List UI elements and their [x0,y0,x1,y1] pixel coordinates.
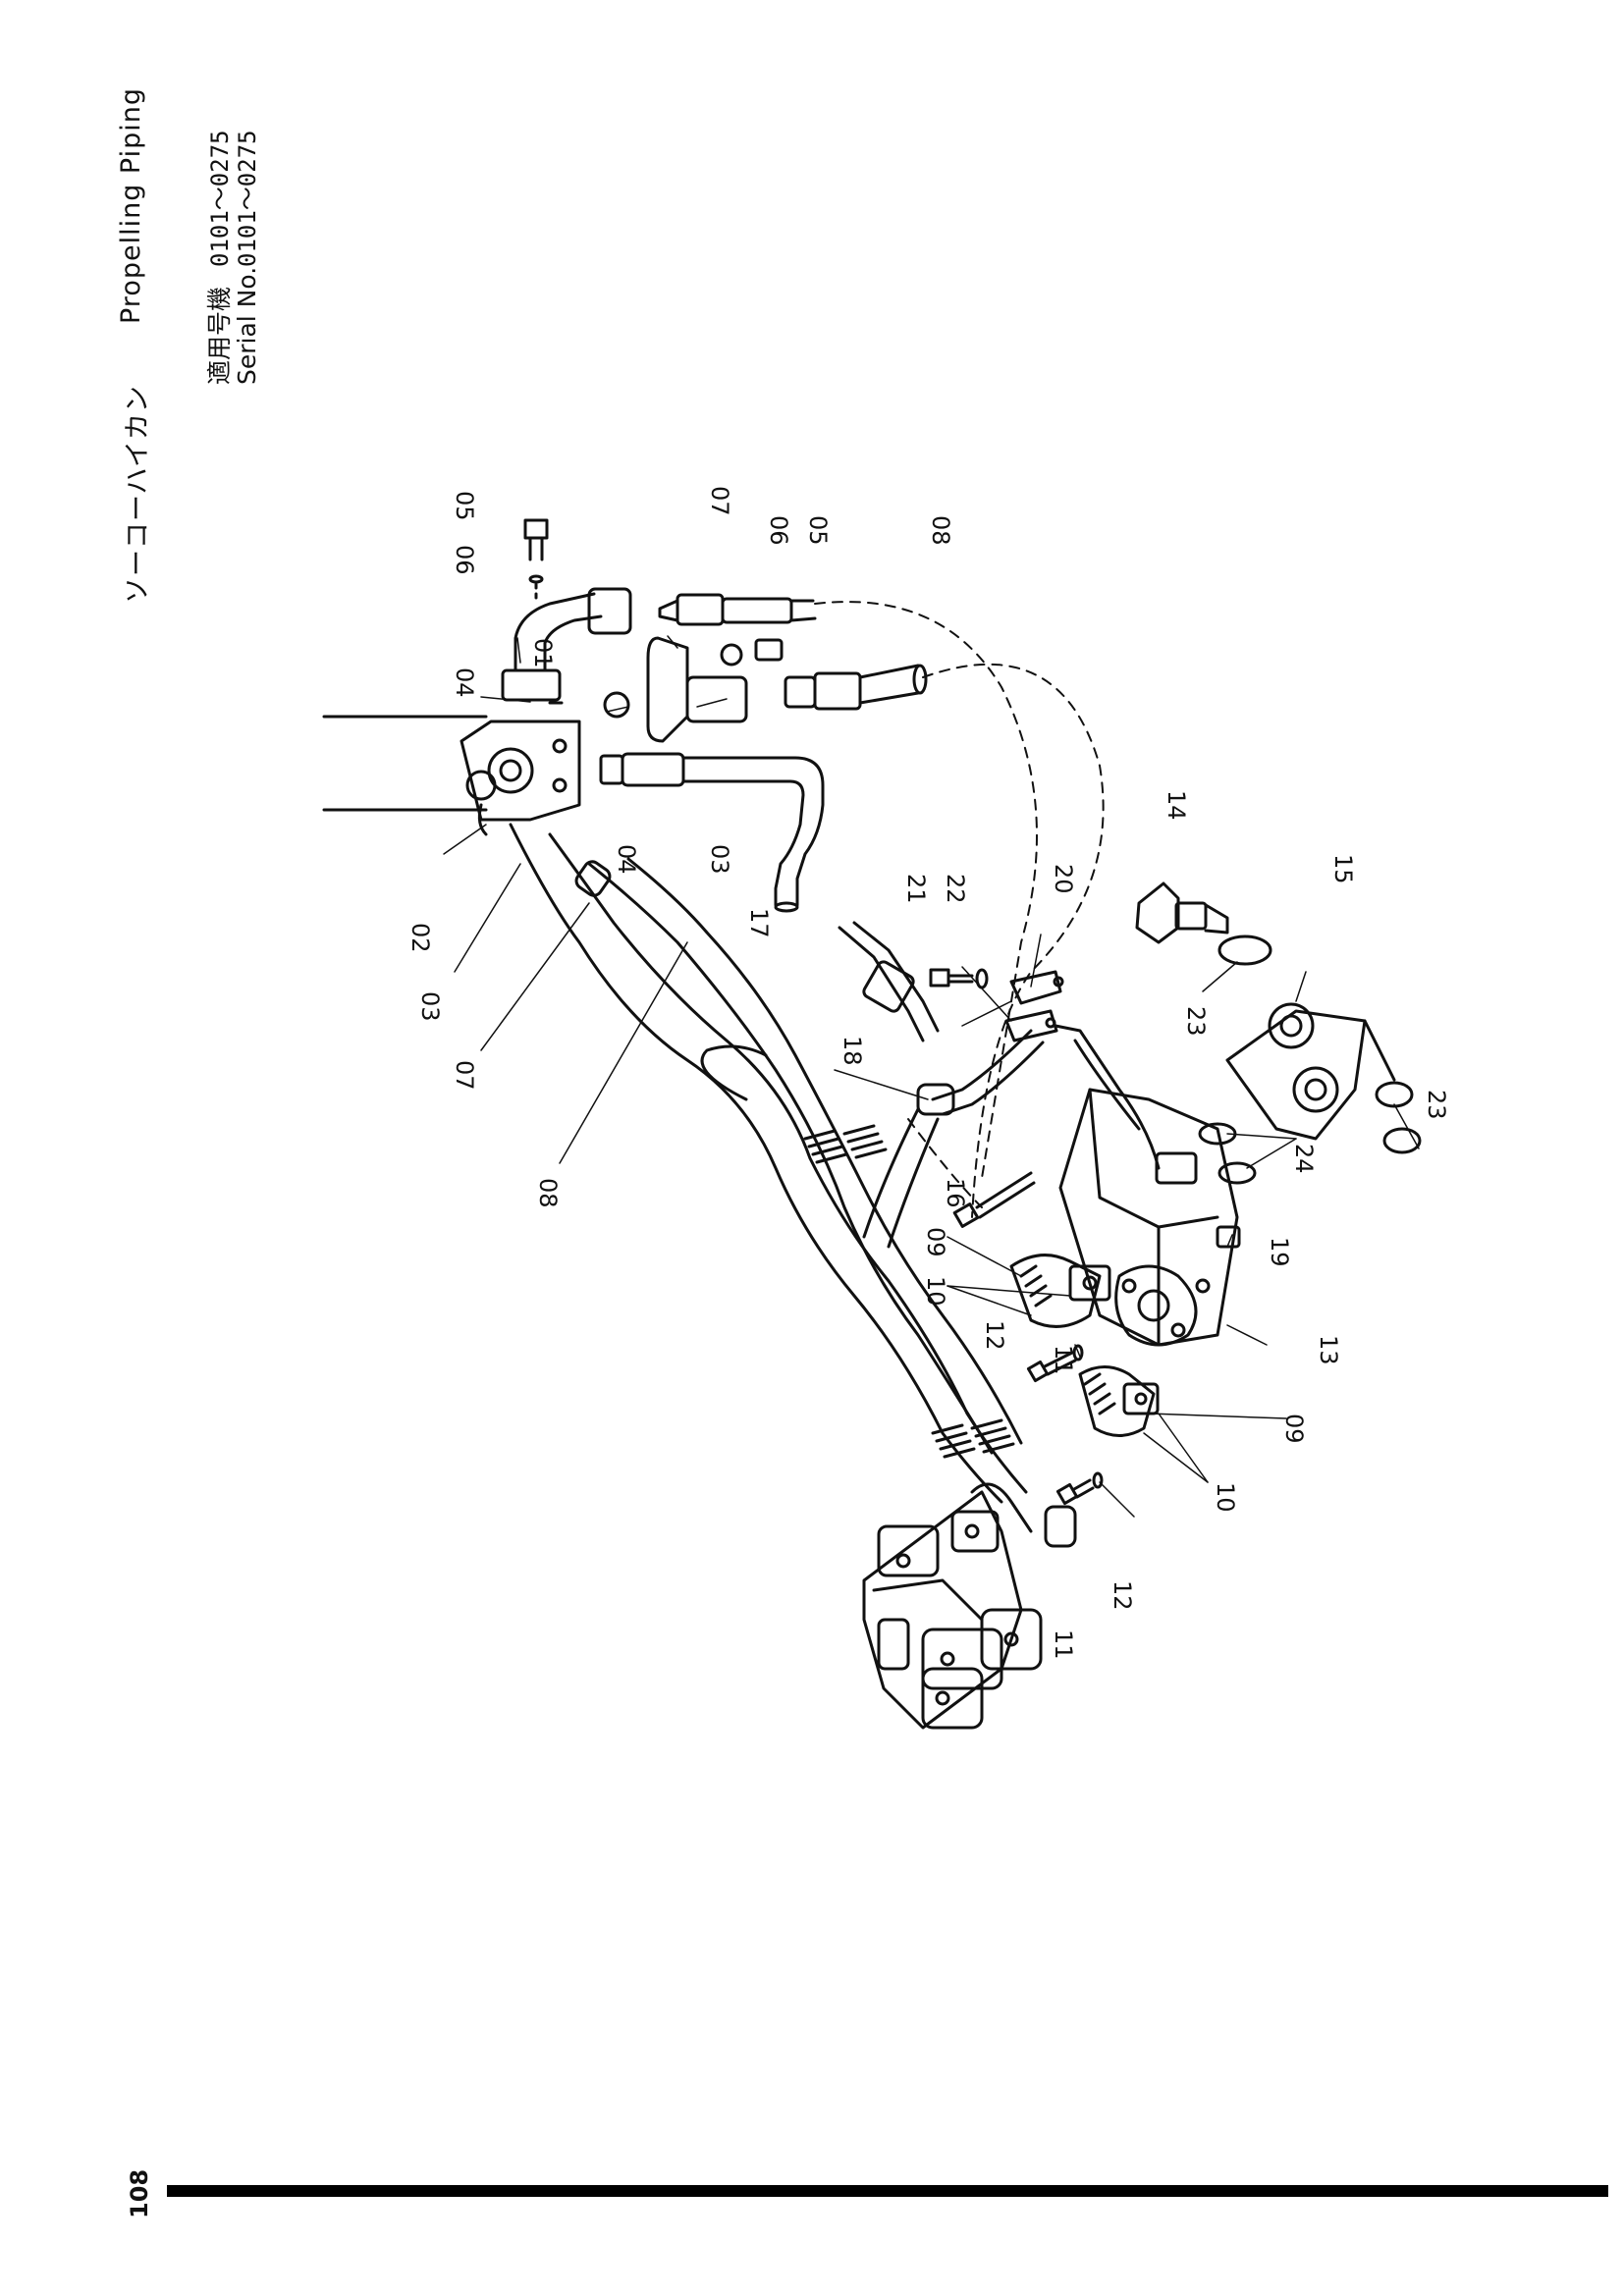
callout-04-b: 04 [613,844,640,875]
callout-09-b: 09 [1280,1414,1308,1444]
bolts-11 [1026,1344,1104,1506]
callout-12-b: 12 [1109,1580,1136,1611]
callout-23-a: 23 [1182,1006,1210,1037]
manifold [1225,1002,1422,1154]
callout-labels: 01 02 03 03 04 04 05 05 06 06 07 07 08 0… [406,486,1450,1660]
callout-20: 20 [1050,864,1077,894]
callout-06-b: 06 [765,515,792,546]
plug [1135,881,1272,966]
callout-05-b: 05 [804,515,832,546]
callout-08-b: 08 [534,1178,562,1208]
callout-12-a: 12 [981,1320,1008,1351]
callout-13: 13 [1315,1335,1342,1365]
callout-09-a: 09 [922,1227,949,1257]
tube-18 [862,1029,1045,1249]
valve-body [1058,1088,1241,1347]
actuator-lower [1078,1365,1160,1437]
bolt-16 [952,1171,1036,1228]
callout-19: 19 [1266,1237,1293,1267]
callout-11-a: 11 [1050,1345,1077,1375]
callout-07-a: 07 [706,486,733,516]
hose-nipple-07 [658,593,817,626]
actuator-upper [1009,1254,1111,1328]
callout-18: 18 [839,1036,866,1066]
leader-lines [443,635,1420,1518]
callout-15: 15 [1329,854,1357,884]
callout-05-a: 05 [451,491,478,521]
callout-04-a: 04 [451,667,478,698]
flange [603,636,784,743]
callout-03-b: 03 [706,844,733,875]
callout-03-a: 03 [416,991,444,1022]
callout-16: 16 [942,1178,969,1208]
callout-11-b: 11 [1050,1629,1077,1660]
elbow-fitting [501,587,632,705]
page-number: 108 [126,2168,153,2218]
hose-route-lines [814,601,1105,1218]
callout-07-b: 07 [451,1060,478,1091]
connector [838,921,940,1042]
main-hoses [509,823,1028,1504]
callout-01: 01 [529,638,557,668]
callout-08-a: 08 [927,515,954,546]
callout-02: 02 [406,923,434,953]
callout-24: 24 [1290,1144,1318,1174]
control-valve-block [862,1482,1077,1730]
callout-14: 14 [1163,790,1190,821]
footer-rule [167,2185,1608,2197]
callout-10-b: 10 [1212,1482,1239,1513]
bolt-upper [523,518,549,606]
callout-22: 22 [942,874,969,904]
callout-06-a: 06 [451,545,478,575]
callout-17: 17 [745,908,773,938]
callout-10-a: 10 [922,1276,949,1307]
hose-nipple-08 [784,664,928,711]
tube [599,752,825,913]
block-fitting [460,720,581,836]
callout-23-b: 23 [1423,1090,1450,1120]
callout-21: 21 [902,874,930,904]
clamp [1004,970,1161,1170]
